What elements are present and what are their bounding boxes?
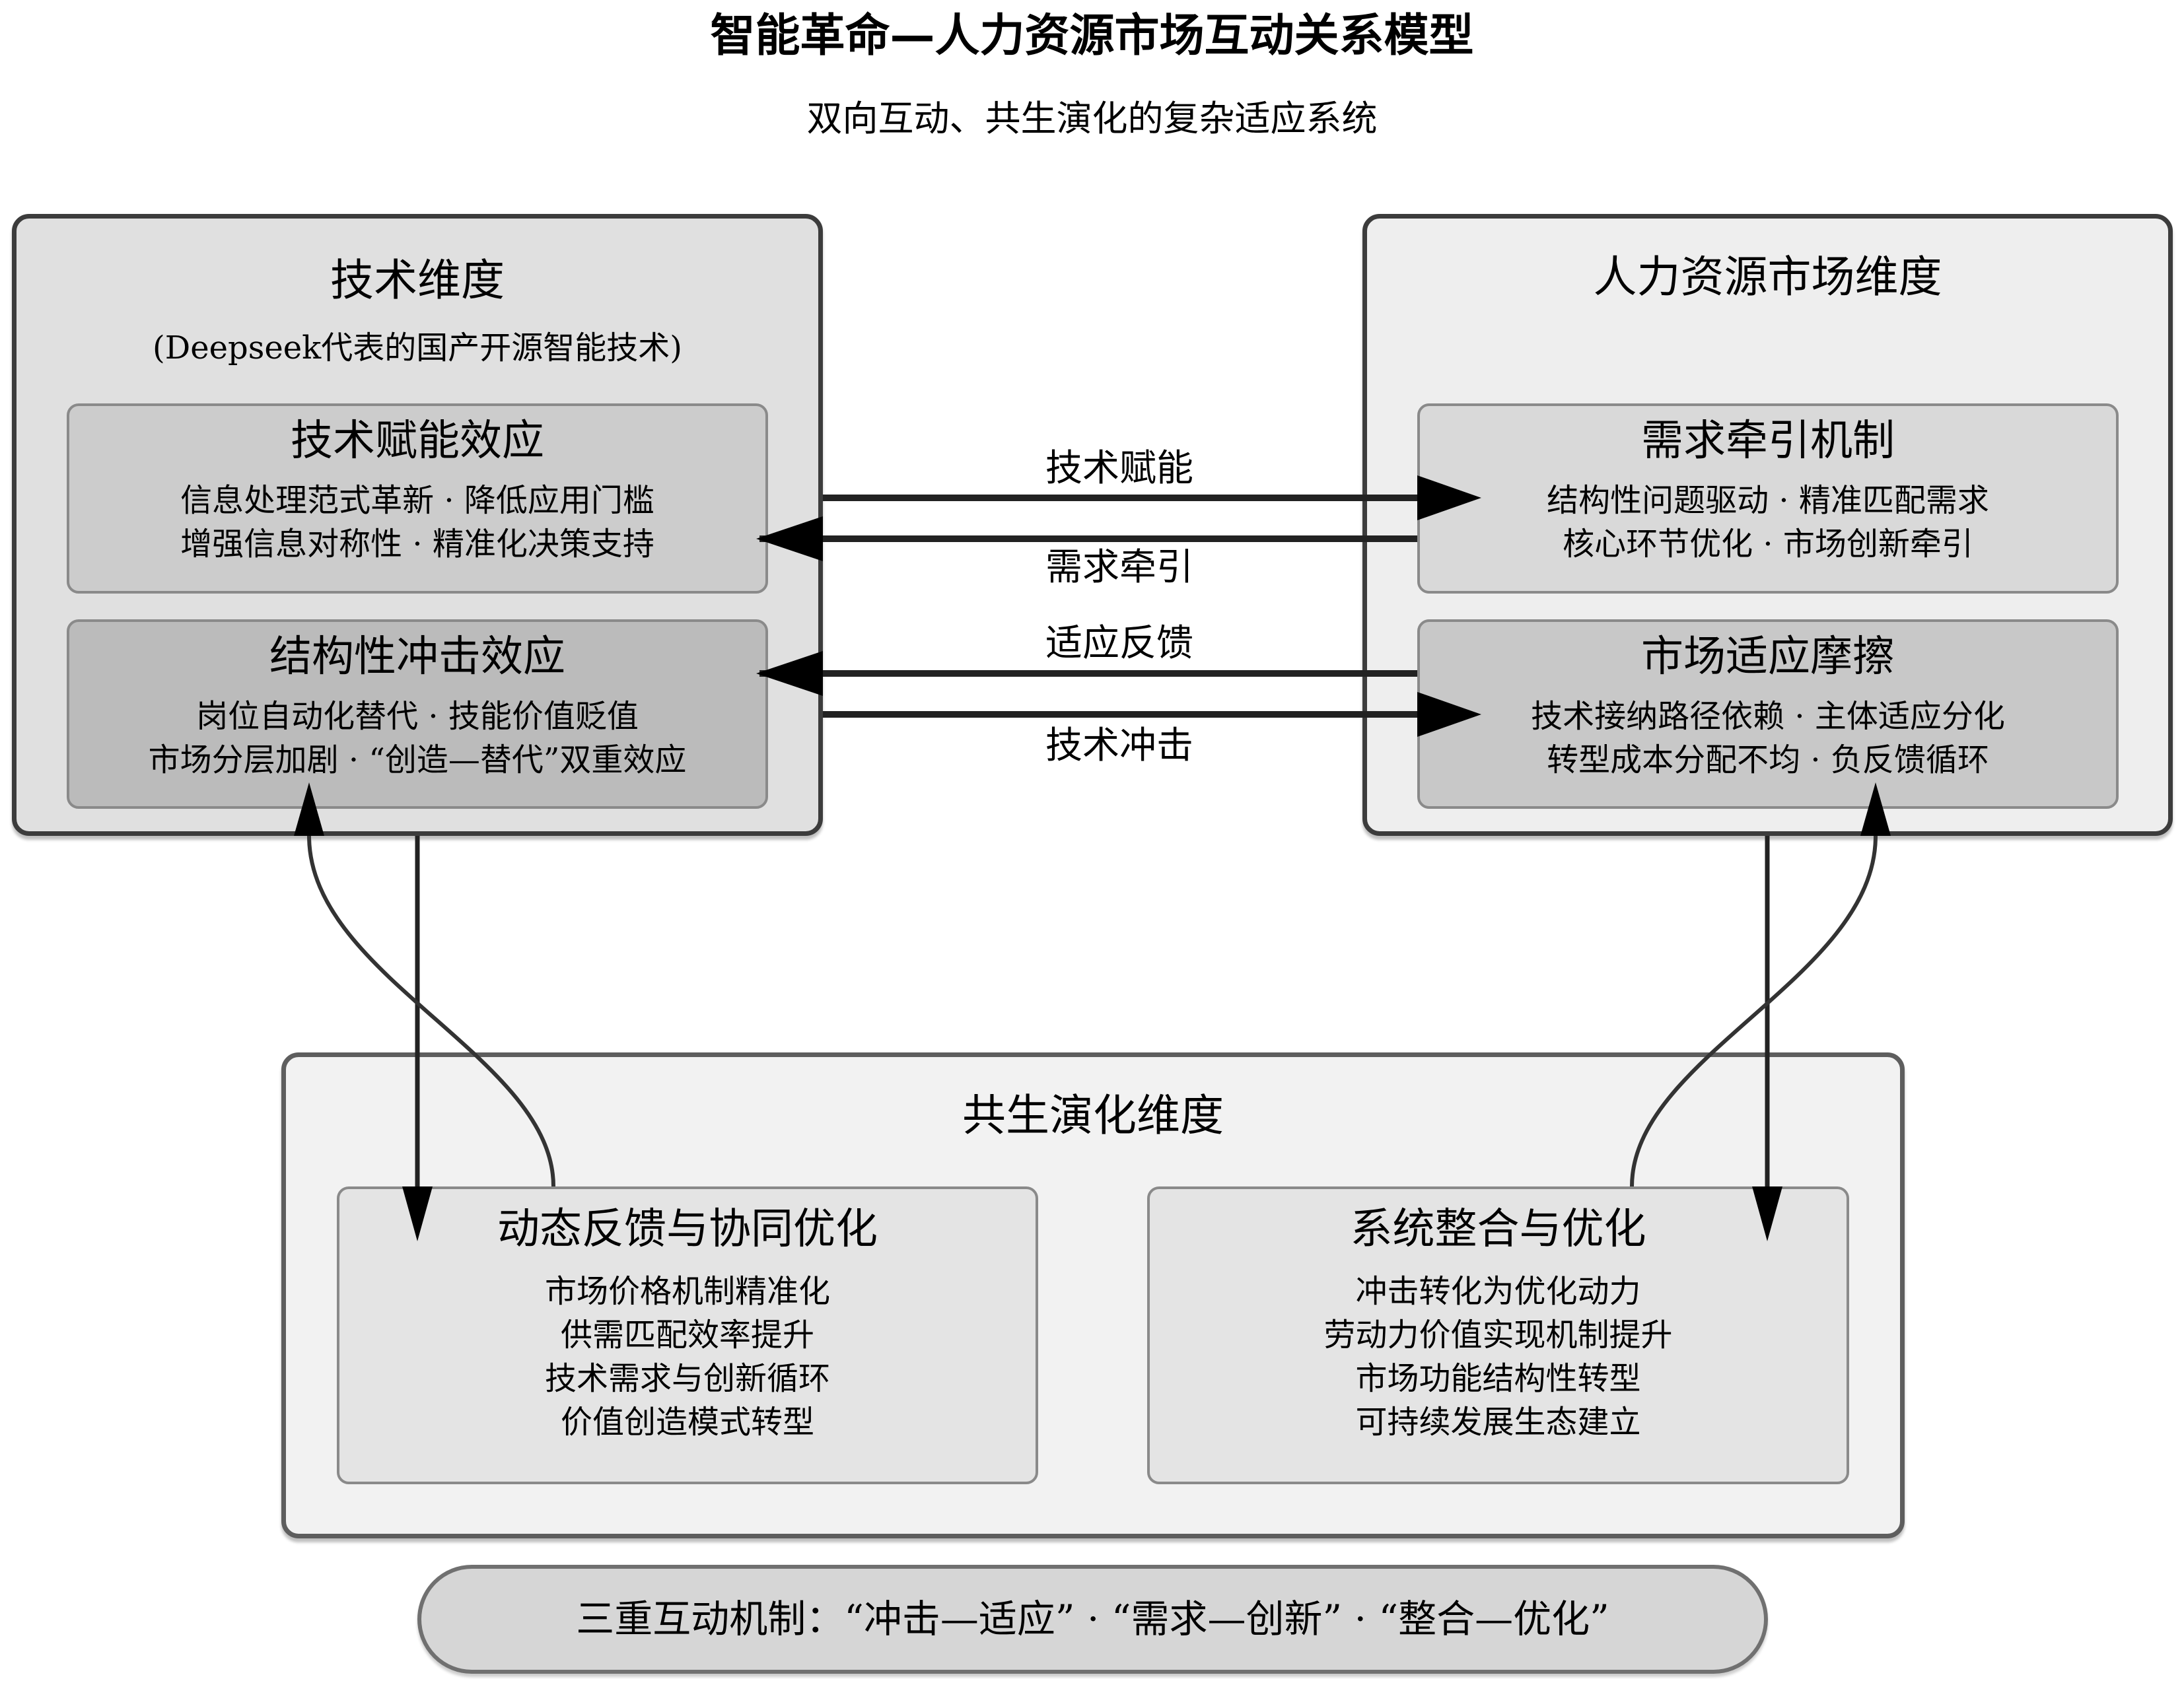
- box-line: 增强信息对称性 · 精准化决策支持: [180, 526, 654, 563]
- tech-dimension-subtitle: (Deepseek代表的国产开源智能技术): [152, 329, 682, 366]
- page-subtitle: 双向互动、共生演化的复杂适应系统: [806, 98, 1378, 139]
- box-title: 动态反馈与协同优化: [497, 1205, 878, 1254]
- market-friction-box: 市场适应摩擦 技术接纳路径依赖 · 主体适应分化 转型成本分配不均 · 负反馈循…: [1417, 619, 2119, 809]
- box-title: 技术赋能效应: [291, 417, 544, 465]
- arrow-label-tech-shock: 技术冲击: [1045, 724, 1193, 767]
- coevolution-dimension-title: 共生演化维度: [962, 1090, 1224, 1141]
- triple-mechanism-banner: 三重互动机制：“冲击—适应” · “需求—创新” · “整合—优化”: [417, 1565, 1768, 1674]
- box-line: 核心环节优化 · 市场创新牵引: [1563, 526, 1973, 563]
- box-line: 岗位自动化替代 · 技能价值贬值: [196, 698, 639, 735]
- tech-dimension-title: 技术维度: [330, 255, 505, 306]
- box-line: 市场分层加剧 · “创造—替代”双重效应: [148, 741, 687, 778]
- box-title: 需求牵引机制: [1641, 417, 1895, 465]
- box-line: 供需匹配效率提升: [560, 1317, 814, 1354]
- box-line: 冲击转化为优化动力: [1355, 1273, 1641, 1310]
- box-line: 市场价格机制精准化: [544, 1273, 830, 1310]
- box-line: 技术需求与创新循环: [544, 1360, 830, 1397]
- system-integration-box: 系统整合与优化 冲击转化为优化动力 劳动力价值实现机制提升 市场功能结构性转型 …: [1147, 1186, 1849, 1484]
- box-title: 系统整合与优化: [1350, 1205, 1646, 1254]
- structural-shock-box: 结构性冲击效应 岗位自动化替代 · 技能价值贬值 市场分层加剧 · “创造—替代…: [67, 619, 768, 809]
- dynamic-feedback-box: 动态反馈与协同优化 市场价格机制精准化 供需匹配效率提升 技术需求与创新循环 价…: [337, 1186, 1038, 1484]
- arrow-label-tech-enablement: 技术赋能: [1045, 447, 1193, 490]
- box-line: 转型成本分配不均 · 负反馈循环: [1547, 741, 1989, 778]
- box-line: 劳动力价值实现机制提升: [1323, 1317, 1673, 1354]
- box-title: 市场适应摩擦: [1641, 633, 1895, 681]
- box-line: 结构性问题驱动 · 精准匹配需求: [1547, 482, 1989, 519]
- box-line: 市场功能结构性转型: [1355, 1360, 1641, 1397]
- arrow-label-demand-pull: 需求牵引: [1045, 546, 1193, 589]
- hr-dimension-title: 人力资源市场维度: [1593, 252, 1942, 302]
- box-line: 可持续发展生态建立: [1355, 1404, 1641, 1441]
- box-line: 技术接纳路径依赖 · 主体适应分化: [1531, 698, 2005, 735]
- tech-enablement-box: 技术赋能效应 信息处理范式革新 · 降低应用门槛 增强信息对称性 · 精准化决策…: [67, 403, 768, 594]
- page-title: 智能革命—人力资源市场互动关系模型: [710, 10, 1474, 62]
- arrow-label-adaptive-feedback: 适应反馈: [1045, 622, 1193, 665]
- box-line: 信息处理范式革新 · 降低应用门槛: [180, 482, 654, 519]
- demand-pull-box: 需求牵引机制 结构性问题驱动 · 精准匹配需求 核心环节优化 · 市场创新牵引: [1417, 403, 2119, 594]
- box-line: 价值创造模式转型: [560, 1404, 814, 1441]
- box-title: 结构性冲击效应: [269, 633, 565, 681]
